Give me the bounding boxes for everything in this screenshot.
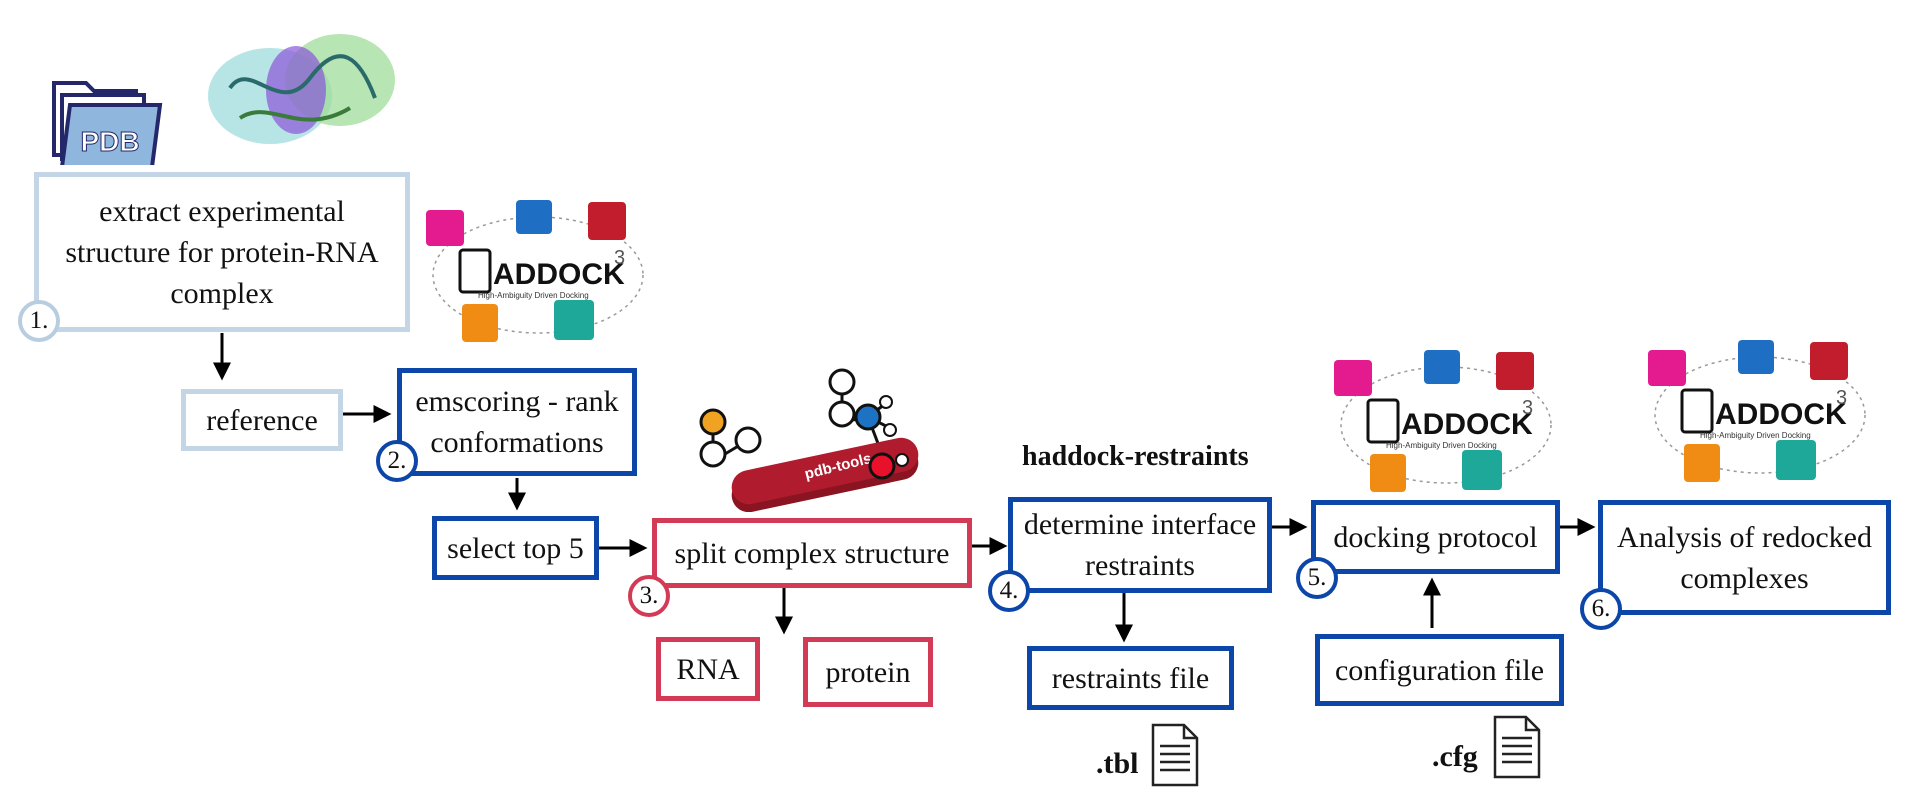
- split-structure-box: split complex structure: [652, 518, 972, 588]
- configuration-file-box: configuration file: [1315, 634, 1564, 706]
- haddock-logo-icon: ADDOCK 3 High-Ambiguity Driven Docking: [418, 200, 658, 350]
- analysis-label: Analysis of redocked complexes: [1617, 520, 1872, 595]
- protein-structure-icon: [208, 34, 395, 144]
- docking-protocol-label: docking protocol: [1333, 520, 1538, 554]
- restraints-file-box: restraints file: [1027, 646, 1234, 710]
- configuration-file-label: configuration file: [1334, 653, 1545, 687]
- haddock-version: 3: [614, 247, 625, 269]
- extract-structure-label: extract experimental structure for prote…: [65, 194, 379, 310]
- haddock-subtitle: High-Ambiguity Driven Docking: [1700, 431, 1811, 440]
- interface-restraints-box: determine interface restraints: [1008, 497, 1272, 593]
- rna-label: RNA: [676, 652, 740, 686]
- pdb-label: PDB: [80, 126, 139, 157]
- step-2-badge: 2.: [376, 440, 418, 482]
- haddock-subtitle: High-Ambiguity Driven Docking: [1386, 441, 1497, 450]
- docking-protocol-box: docking protocol: [1311, 500, 1560, 574]
- reference-box: reference: [181, 389, 343, 451]
- step-4-badge: 4.: [988, 570, 1030, 612]
- haddock-wordmark: ADDOCK: [1401, 408, 1533, 441]
- interface-restraints-label: determine interface restraints: [1023, 508, 1257, 582]
- protein-label: protein: [825, 655, 911, 689]
- cfg-extension-label: .cfg: [1432, 740, 1478, 773]
- document-icon: [1151, 723, 1199, 787]
- pdb-tools-icon: pdb-tools: [699, 368, 919, 512]
- extract-structure-box: extract experimental structure for prote…: [34, 172, 410, 332]
- protein-box: protein: [803, 637, 933, 707]
- emscoring-box: emscoring - rank conformations: [397, 368, 637, 476]
- step-6-badge: 6.: [1580, 588, 1622, 630]
- haddock-logo-icon: ADDOCK 3 High-Ambiguity Driven Docking: [1326, 350, 1566, 500]
- select-top-label: select top 5: [447, 531, 584, 565]
- reference-label: reference: [206, 403, 318, 437]
- haddock-logo-icon: ADDOCK 3 High-Ambiguity Driven Docking: [1640, 340, 1880, 490]
- tbl-extension-label: .tbl: [1096, 747, 1139, 780]
- restraints-file-label: restraints file: [1051, 661, 1210, 695]
- split-structure-label: split complex structure: [674, 536, 950, 570]
- step-1-badge: 1.: [18, 300, 60, 342]
- emscoring-label: emscoring - rank conformations: [415, 385, 619, 459]
- rna-box: RNA: [656, 637, 760, 701]
- haddock-version: 3: [1522, 397, 1533, 419]
- haddock-restraints-heading: haddock-restraints: [1022, 441, 1249, 472]
- step-3-badge: 3.: [628, 575, 670, 617]
- haddock-wordmark: ADDOCK: [493, 258, 625, 291]
- analysis-box: Analysis of redocked complexes: [1598, 500, 1891, 615]
- document-icon: [1493, 715, 1541, 779]
- haddock-wordmark: ADDOCK: [1715, 398, 1847, 431]
- step-5-badge: 5.: [1296, 557, 1338, 599]
- select-top-box: select top 5: [432, 516, 599, 580]
- pdb-folder-icon: PDB: [52, 81, 163, 165]
- haddock-version: 3: [1836, 387, 1847, 409]
- haddock-subtitle: High-Ambiguity Driven Docking: [478, 291, 589, 300]
